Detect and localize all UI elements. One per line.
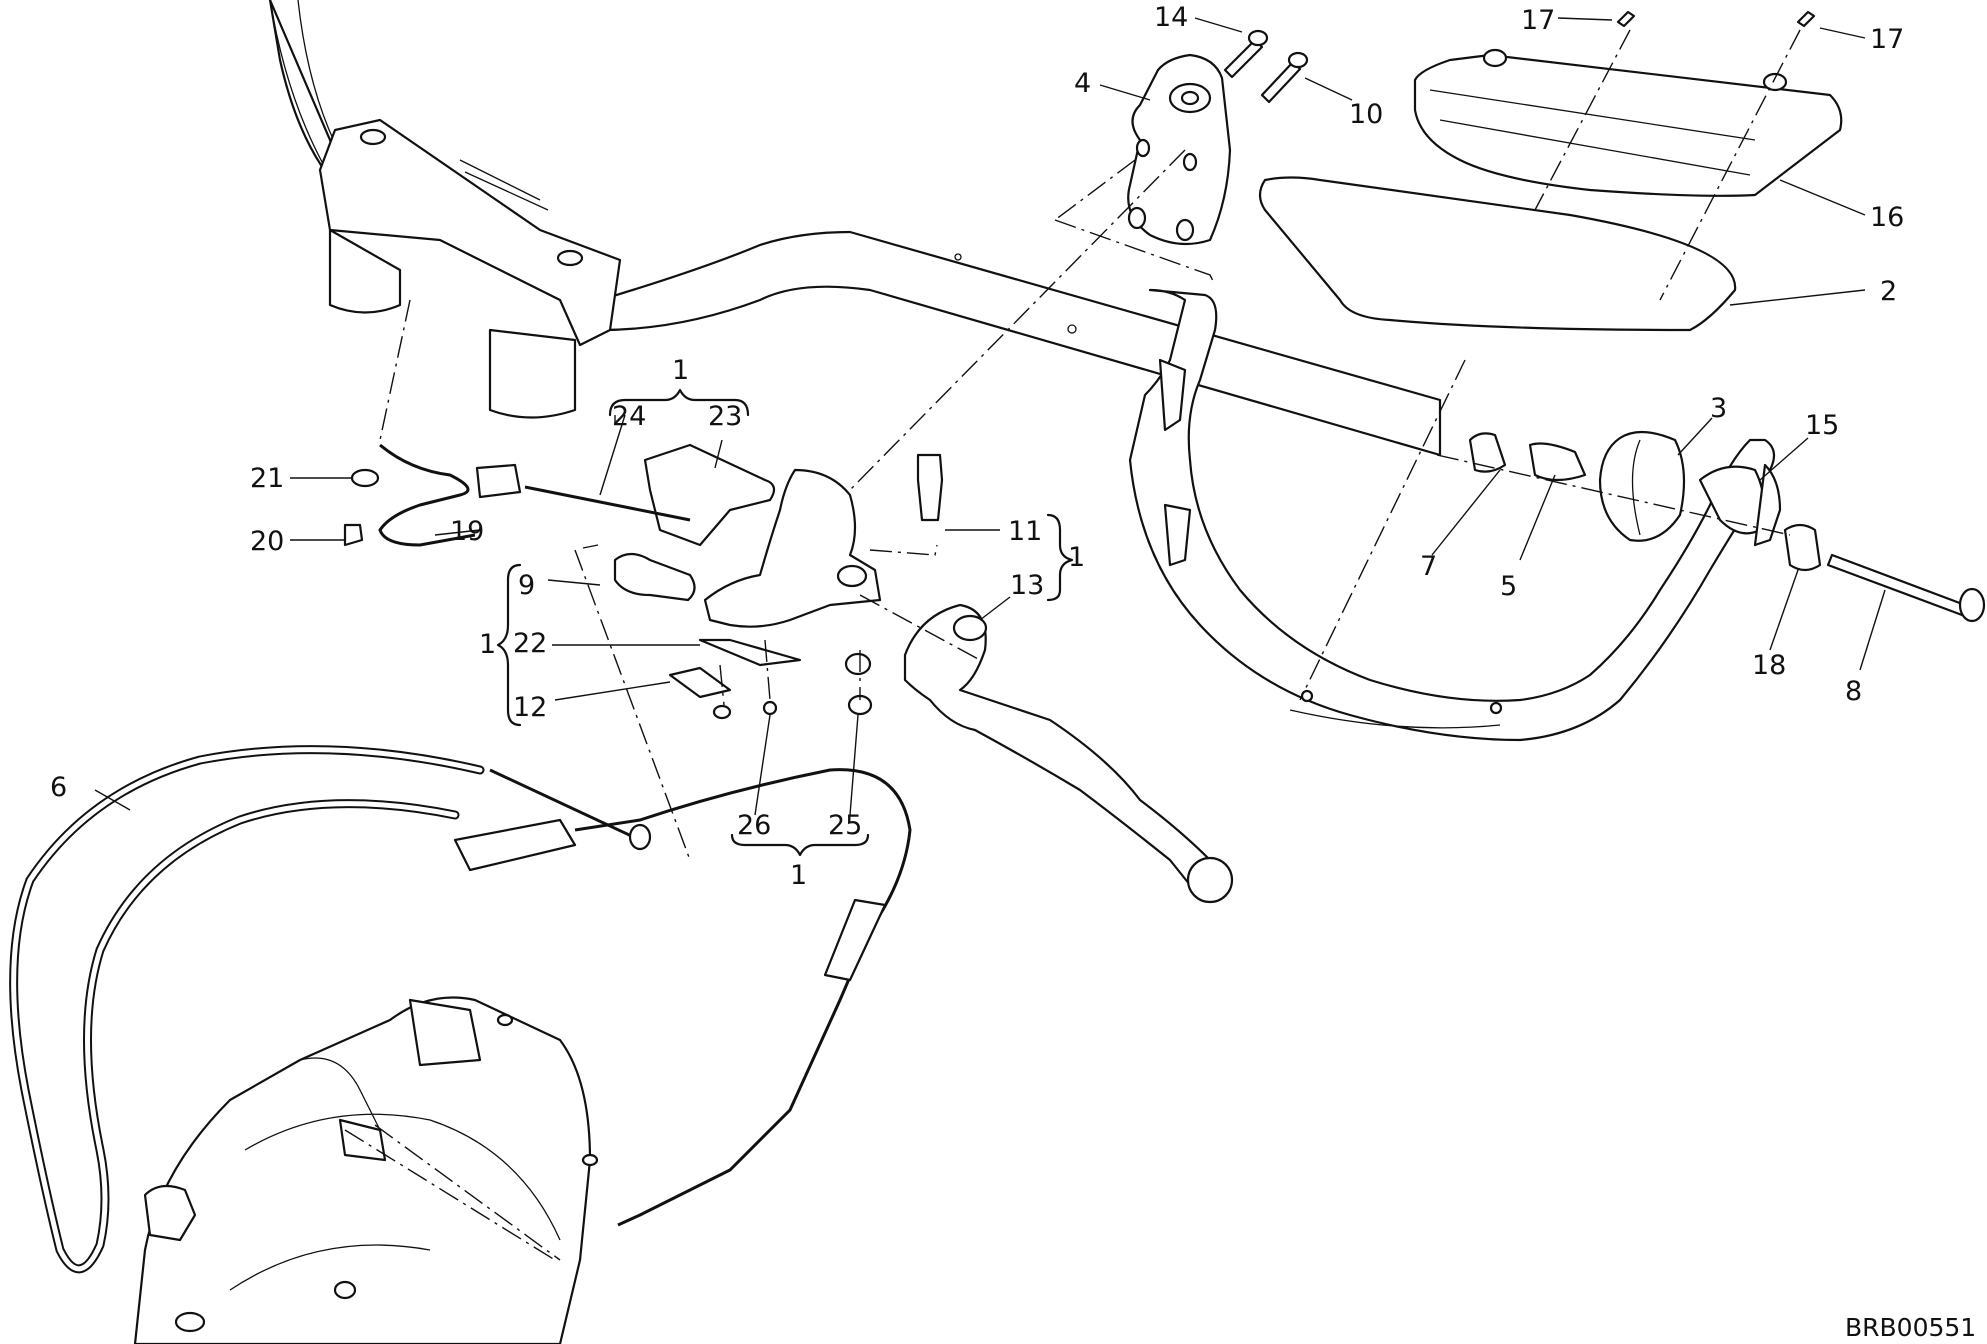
callout-7: 7 xyxy=(1420,551,1437,582)
cable-6 xyxy=(9,745,912,1274)
bar-end-spacer-7 xyxy=(1468,432,1507,473)
callout-2: 2 xyxy=(1880,276,1897,307)
callout-4: 4 xyxy=(1074,68,1091,99)
callout-22: 22 xyxy=(513,628,547,659)
callout-20: 20 xyxy=(250,526,284,557)
spring-19 xyxy=(378,443,476,547)
callout-15: 15 xyxy=(1805,410,1839,441)
callout-26: 26 xyxy=(737,810,771,841)
screw-17-right xyxy=(1796,10,1816,28)
assembly-centerlines xyxy=(344,29,1801,1261)
deflector-2 xyxy=(1258,176,1737,332)
callout-1-top: 1 xyxy=(672,355,689,386)
callout-6: 6 xyxy=(50,772,67,803)
screw-17-left xyxy=(1616,10,1636,28)
drawing-code: BRB00551 xyxy=(1845,1313,1976,1342)
washer-18 xyxy=(1783,523,1822,572)
nuts-25-26 xyxy=(712,652,873,720)
switch-23 xyxy=(643,443,776,547)
plate-12 xyxy=(668,666,732,699)
leader-lines xyxy=(94,17,1886,816)
handlebar-clamp xyxy=(318,118,622,419)
callout-3: 3 xyxy=(1710,393,1727,424)
screw-14 xyxy=(1223,29,1269,79)
lever-13 xyxy=(903,603,1234,904)
bar-end-weight-3 xyxy=(1598,430,1686,542)
clamp-part-4 xyxy=(1127,53,1232,246)
callout-18: 18 xyxy=(1752,650,1786,681)
callout-12: 12 xyxy=(513,692,547,723)
group-braces xyxy=(496,388,1074,857)
lever-perch xyxy=(703,468,882,628)
callout-13: 13 xyxy=(1010,570,1044,601)
callout-1-right: 1 xyxy=(1068,542,1085,573)
callout-10: 10 xyxy=(1349,99,1383,130)
callout-labels: 14 4 10 17 17 16 2 1 24 23 3 15 21 20 19… xyxy=(50,2,1904,891)
callout-11: 11 xyxy=(1008,516,1042,547)
callout-1-left: 1 xyxy=(479,629,496,660)
callout-9: 9 xyxy=(518,570,535,601)
handguard-cover-16 xyxy=(1413,48,1843,197)
callout-5: 5 xyxy=(1500,571,1517,602)
bolt-11 xyxy=(916,453,944,522)
engine-case xyxy=(133,996,599,1344)
switch-cable-24 xyxy=(475,463,691,522)
callout-17-left: 17 xyxy=(1521,5,1555,36)
bushing-5 xyxy=(1528,442,1587,482)
callout-14: 14 xyxy=(1154,2,1188,33)
callout-17-right: 17 xyxy=(1870,24,1904,55)
callout-19: 19 xyxy=(450,516,484,547)
callout-8: 8 xyxy=(1845,676,1862,707)
callout-23: 23 xyxy=(708,401,742,432)
screw-20 xyxy=(343,523,364,547)
screw-10 xyxy=(1260,51,1309,104)
adjuster-9 xyxy=(613,552,696,602)
washer-21 xyxy=(350,468,380,488)
clip-22 xyxy=(698,638,802,667)
callout-21: 21 xyxy=(250,463,284,494)
callout-1-bottom: 1 xyxy=(790,860,807,891)
handguard-15 xyxy=(1128,288,1782,742)
callout-16: 16 xyxy=(1870,202,1904,233)
callout-25: 25 xyxy=(828,810,862,841)
callout-24: 24 xyxy=(612,401,646,432)
bolt-8 xyxy=(1826,553,1986,623)
